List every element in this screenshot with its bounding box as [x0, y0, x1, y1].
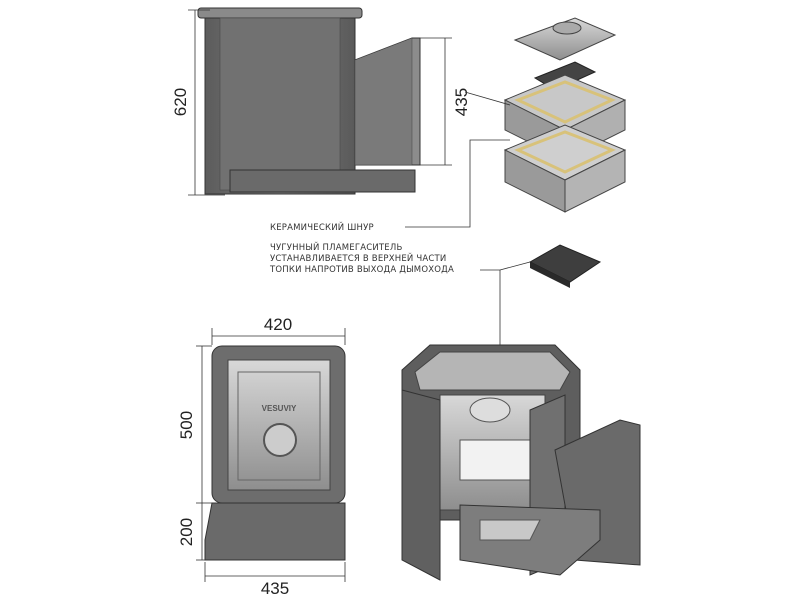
dim-base-width: 435 [261, 579, 289, 598]
front-base [204, 502, 346, 561]
label-flame-arrester-1: ЧУГУННЫЙ ПЛАМЕГАСИТЕЛЬ [270, 241, 403, 253]
cutaway-view [401, 344, 641, 581]
side-view: 620 435 [171, 7, 471, 196]
door-window [263, 423, 297, 457]
front-view: 420 VESUVIY 500 200 435 [177, 315, 346, 598]
ceramic-cord-upper [514, 80, 616, 124]
dim-side-height: 620 [171, 88, 190, 116]
dim-side-firebox: 435 [452, 88, 471, 116]
ceramic-cord-lower [514, 130, 616, 174]
dim-base-height: 200 [177, 518, 196, 546]
leader-ceramic-cord [405, 139, 510, 228]
exploded-view [503, 17, 627, 213]
dim-front-width: 420 [264, 315, 292, 334]
dim-front-height: 500 [177, 411, 196, 439]
flame-arrester-part [528, 244, 602, 283]
label-flame-arrester-3: ТОПКИ НАПРОТИВ ВЫХОДА ДЫМОХОДА [269, 265, 454, 275]
label-flame-arrester-2: УСТАНАВЛИВАЕТСЯ В ВЕРХНЕЙ ЧАСТИ [270, 252, 447, 264]
side-top-cap [197, 7, 363, 19]
label-ceramic-cord: КЕРАМИЧЕСКИЙ ШНУР [270, 221, 374, 233]
side-base [229, 169, 416, 193]
leader-flame-arrester [480, 269, 501, 350]
door-brand-logo: VESUVIY [262, 404, 297, 413]
